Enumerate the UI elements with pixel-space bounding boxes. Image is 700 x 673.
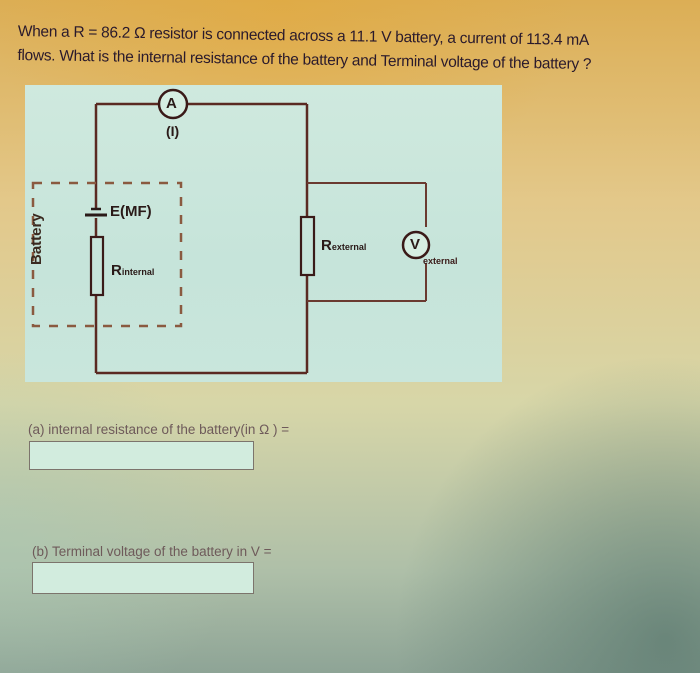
r-external-resistor-icon <box>299 215 316 277</box>
emf-label: E(MF) <box>110 203 152 220</box>
voltmeter-branch-wires <box>307 182 427 302</box>
voltmeter-label: V <box>410 236 421 253</box>
part-b-label: (b) Terminal voltage of the battery in V… <box>32 544 272 559</box>
r-internal-sub: internal <box>121 267 155 277</box>
ammeter-label: A <box>166 95 177 112</box>
part-b-answer-box[interactable] <box>32 562 254 594</box>
r-internal-main: R <box>111 262 122 279</box>
part-b-input[interactable] <box>33 563 253 593</box>
r-external-main: R <box>321 237 332 254</box>
circuit-wires <box>94 102 309 375</box>
r-external-sub: external <box>331 242 367 252</box>
voltmeter-icon <box>401 230 431 260</box>
voltmeter-sub-label: external <box>423 256 458 266</box>
battery-cell-icon <box>85 207 107 217</box>
ammeter-icon <box>157 88 189 120</box>
battery-label: Battery <box>28 213 45 265</box>
r-internal-resistor-icon <box>89 235 105 297</box>
r-internal-label: Rinternal <box>111 262 154 280</box>
part-a-input[interactable] <box>30 442 253 469</box>
part-a-answer-box[interactable] <box>29 441 254 470</box>
part-a-label: (a) internal resistance of the battery(i… <box>28 422 290 437</box>
r-external-label: Rexternal <box>321 237 366 255</box>
question-text: When a R = 86.2 Ω resistor is connected … <box>17 20 688 79</box>
current-label: (I) <box>166 123 180 139</box>
circuit-diagram: A (I) Battery E(MF) Rinternal Rexternal … <box>25 85 502 382</box>
battery-dashed-box <box>31 181 183 328</box>
